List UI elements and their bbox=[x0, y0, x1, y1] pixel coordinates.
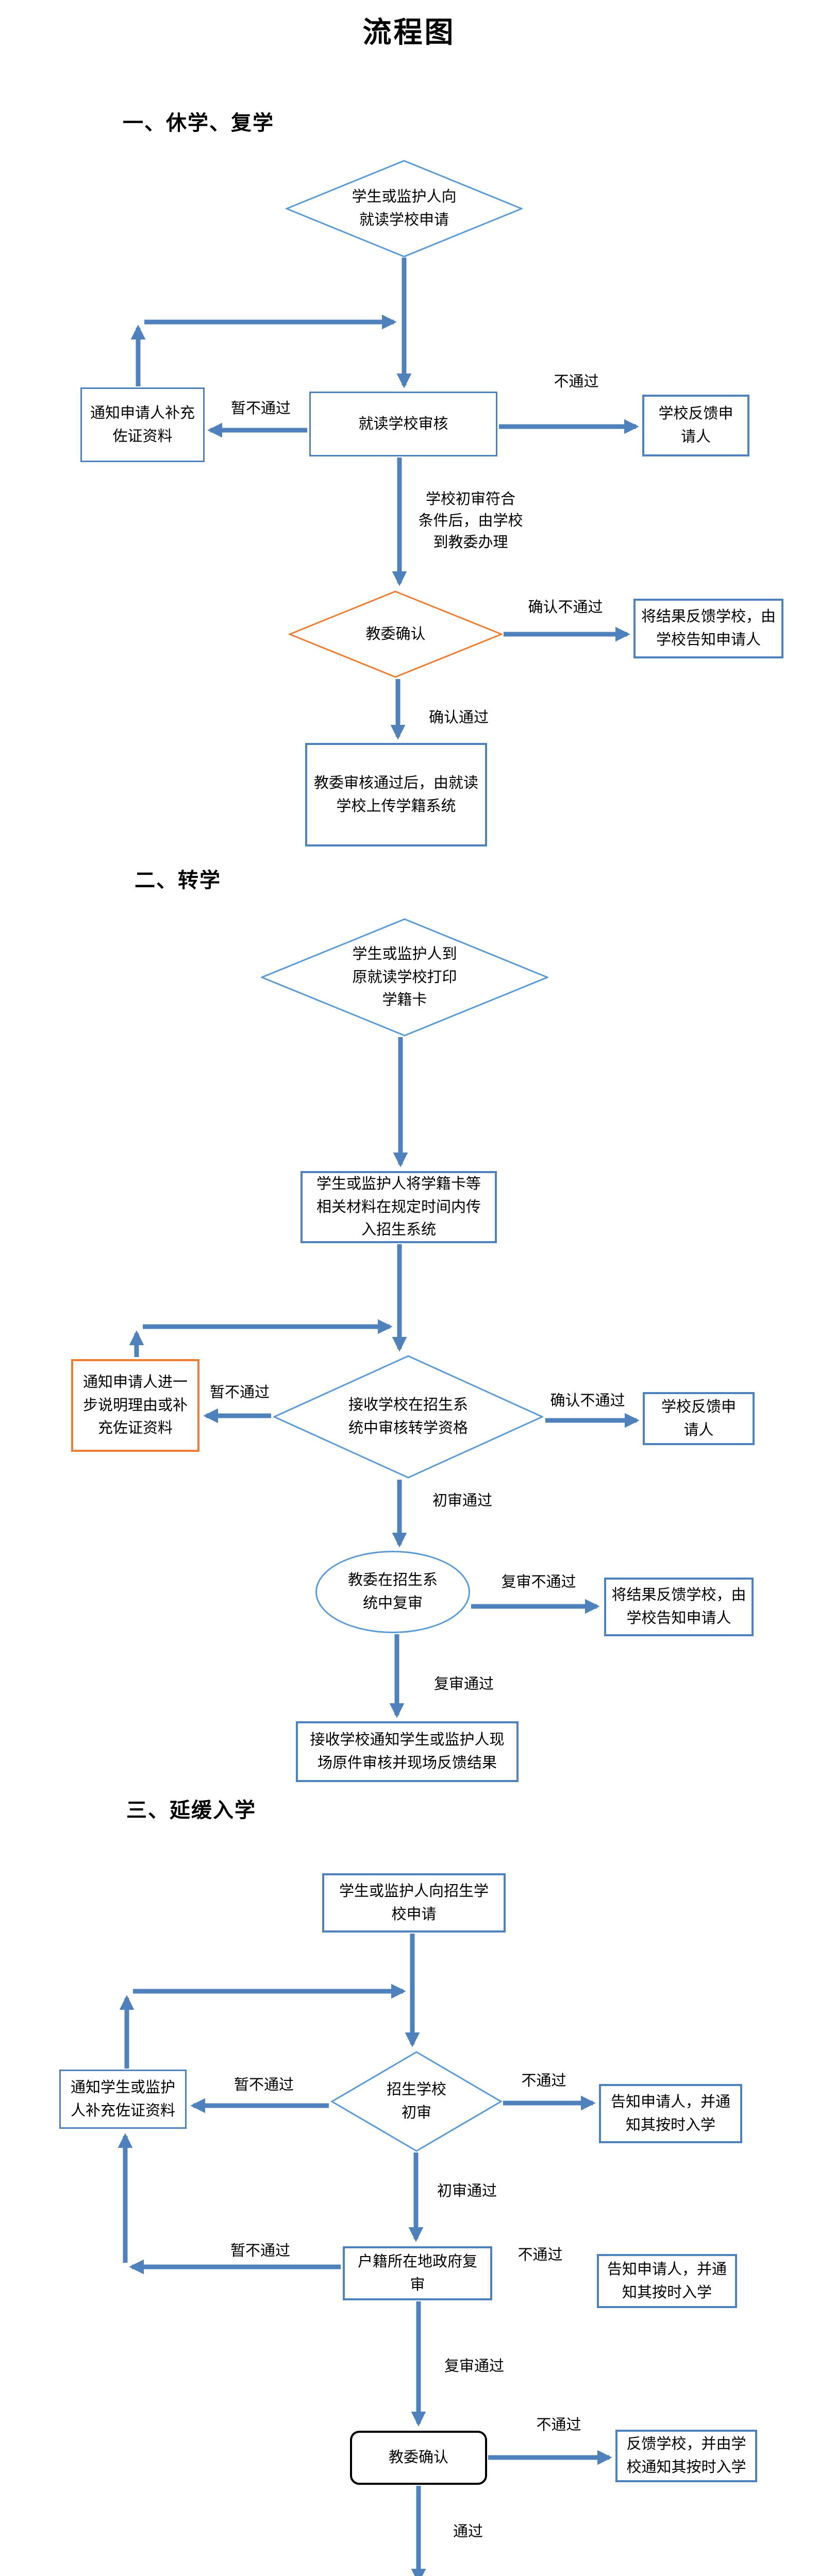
s3-result-box-label: 反馈学校，并由学 校通知其按时入学 bbox=[626, 2436, 746, 2476]
s3-notify-box2: 告知申请人，并通 知其按时入学 bbox=[597, 2254, 737, 2308]
s1-start-diamond: 学生或监护人向 就读学校申请 bbox=[286, 160, 523, 258]
s2-label-recheck-fail: 复审不通过 bbox=[501, 1574, 576, 1590]
s3-notify-box1: 告知申请人，并通 知其按时入学 bbox=[599, 2084, 742, 2143]
s1-feedback-box-label: 学校反馈申 请人 bbox=[658, 405, 733, 445]
s3-label-fail3: 不通过 bbox=[536, 2417, 581, 2433]
s3-notify-box2-label: 告知申请人，并通 知其按时入学 bbox=[607, 2261, 727, 2301]
s1-review-box: 就读学校审核 bbox=[309, 392, 497, 456]
s3-label-temp-fail1: 暂不通过 bbox=[233, 2077, 294, 2093]
s3-gov-box: 户籍所在地政府复 审 bbox=[343, 2246, 492, 2300]
section2-heading: 二、转学 bbox=[135, 869, 221, 892]
s3-start-box-label: 学生或监护人向招生学 校申请 bbox=[339, 1883, 489, 1923]
s3-confirm-box-label: 教委确认 bbox=[388, 2449, 448, 2466]
s2-supplement-box-label: 通知申请人进一 步说明理由或补 充佐证资料 bbox=[82, 1374, 188, 1437]
s1-feedback-box: 学校反馈申 请人 bbox=[642, 395, 749, 456]
s3-gov-box-label: 户籍所在地政府复 审 bbox=[357, 2253, 477, 2293]
s1-start-diamond-label: 学生或监护人向 就读学校申请 bbox=[352, 189, 457, 228]
s1-review-box-label: 就读学校审核 bbox=[358, 415, 448, 432]
s1-label-confirm-pass: 确认通过 bbox=[428, 709, 489, 726]
s2-final-box-label: 接收学校通知学生或监护人现 场原件审核并现场反馈结果 bbox=[310, 1732, 505, 1771]
s2-recheck-ellipse: 教委在招生系 统中复审 bbox=[315, 1551, 470, 1633]
connectors-section3 bbox=[118, 1934, 612, 2576]
s1-confirm-diamond-label: 教委确认 bbox=[365, 625, 426, 642]
diamond-shape bbox=[261, 918, 548, 1037]
s2-label-confirm-fail: 确认不通过 bbox=[550, 1393, 625, 1409]
s2-start-diamond: 学生或监护人到 原就读学校打印 学籍卡 bbox=[261, 918, 548, 1037]
diamond-shape bbox=[286, 160, 523, 258]
page-title: 流程图 bbox=[362, 17, 456, 49]
s1-label-fail: 不通过 bbox=[554, 374, 599, 390]
s1-final-box: 教委审核通过后，由就读 学校上传学籍系统 bbox=[305, 743, 487, 846]
s3-confirm-box: 教委确认 bbox=[350, 2431, 487, 2485]
diamond-shape bbox=[273, 1355, 543, 1479]
s3-supplement-box: 通知学生或监护 人补充佐证资料 bbox=[59, 2070, 187, 2129]
s2-upload-box: 学生或监护人将学籍卡等 相关材料在规定时间内传 入招生系统 bbox=[301, 1171, 497, 1243]
s3-supplement-box-label: 通知学生或监护 人补充佐证资料 bbox=[70, 2079, 175, 2119]
s3-label-fail2: 不通过 bbox=[517, 2247, 563, 2263]
s1-label-temp-fail: 暂不通过 bbox=[230, 400, 291, 417]
s3-start-box: 学生或监护人向招生学 校申请 bbox=[322, 1873, 506, 1933]
s2-result-box: 将结果反馈学校，由 学校告知申请人 bbox=[604, 1578, 754, 1636]
diamond-shape bbox=[331, 2051, 502, 2152]
s1-label-confirm-fail: 确认不通过 bbox=[528, 599, 603, 616]
s3-result-box: 反馈学校，并由学 校通知其按时入学 bbox=[615, 2430, 757, 2482]
s1-result-box-label: 将结果反馈学校，由 学校告知申请人 bbox=[641, 608, 776, 648]
s2-final-box: 接收学校通知学生或监护人现 场原件审核并现场反馈结果 bbox=[296, 1721, 519, 1782]
s3-label-pass: 通过 bbox=[453, 2523, 483, 2540]
s2-label-first-pass: 初审通过 bbox=[432, 1493, 493, 1509]
section3-heading: 三、延缓入学 bbox=[126, 1799, 256, 1822]
diamond-shape bbox=[289, 590, 503, 678]
s3-label-recheck-pass: 复审通过 bbox=[444, 2358, 505, 2375]
s3-label-temp-fail2: 暂不通过 bbox=[230, 2243, 291, 2259]
s2-upload-box-label: 学生或监护人将学籍卡等 相关材料在规定时间内传 入招生系统 bbox=[316, 1175, 481, 1239]
connectors-section2 bbox=[129, 1037, 640, 1718]
s3-label-first-pass: 初审通过 bbox=[437, 2183, 497, 2199]
s2-start-diamond-label: 学生或监护人到 原就读学校打印 学籍卡 bbox=[352, 945, 457, 1009]
s2-review-diamond-label: 接收学校在招生系 统中审核转学资格 bbox=[348, 1397, 468, 1436]
s1-result-box: 将结果反馈学校，由 学校告知申请人 bbox=[633, 599, 783, 658]
s2-review-diamond: 接收学校在招生系 统中审核转学资格 bbox=[273, 1355, 543, 1479]
s1-supplement-box-label: 通知申请人补充 佐证资料 bbox=[90, 404, 195, 445]
s3-review-diamond-label: 招生学校 初审 bbox=[386, 2081, 446, 2121]
s2-supplement-box: 通知申请人进一 步说明理由或补 充佐证资料 bbox=[71, 1359, 199, 1452]
s2-label-temp-fail: 暂不通过 bbox=[209, 1384, 270, 1401]
s1-supplement-box: 通知申请人补充 佐证资料 bbox=[80, 387, 205, 462]
s2-label-recheck-pass: 复审通过 bbox=[433, 1676, 494, 1692]
s3-review-diamond: 招生学校 初审 bbox=[331, 2051, 502, 2152]
s3-label-fail1: 不通过 bbox=[521, 2073, 566, 2089]
s2-recheck-ellipse-label: 教委在招生系 统中复审 bbox=[347, 1572, 438, 1612]
s2-result-box-label: 将结果反馈学校，由 学校告知申请人 bbox=[611, 1587, 746, 1626]
section1-heading: 一、休学、复学 bbox=[123, 112, 274, 134]
s1-process-note: 学校初审符合 条件后，由学校 到教委办理 bbox=[418, 491, 523, 551]
s3-notify-box1-label: 告知申请人，并通 知其按时入学 bbox=[610, 2093, 730, 2133]
s1-confirm-diamond: 教委确认 bbox=[289, 590, 503, 678]
connectors-section1 bbox=[130, 258, 639, 740]
s2-feedback-box-label: 学校反馈申 请人 bbox=[661, 1398, 736, 1438]
s2-feedback-box: 学校反馈申 请人 bbox=[643, 1392, 755, 1445]
s1-final-box-label: 教委审核通过后，由就读 学校上传学籍系统 bbox=[313, 774, 478, 815]
